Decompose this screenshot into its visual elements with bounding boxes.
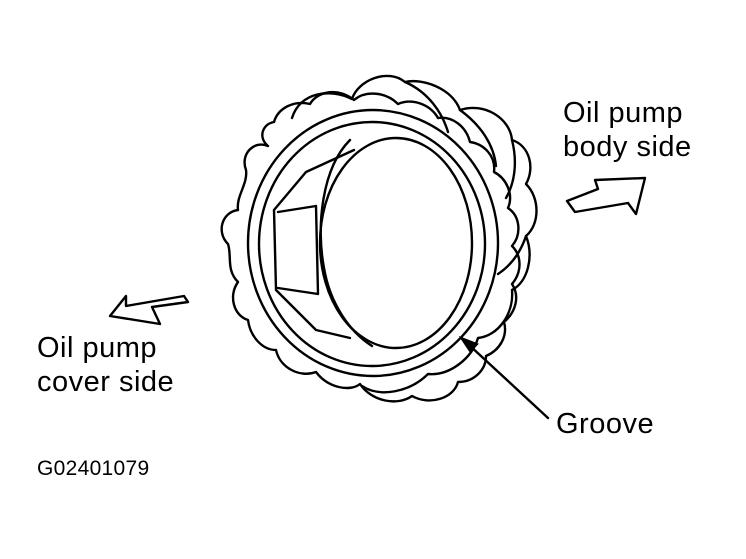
groove-leader-line (466, 342, 550, 420)
groove-leader-arrowhead-icon (458, 335, 479, 353)
body-side-arrow-icon (565, 176, 647, 216)
gear-front-outline (220, 91, 521, 403)
gear-bore-edge (319, 138, 374, 348)
body-side-label: Oil pump body side (563, 96, 692, 164)
cover-side-label-line-2: cover side (37, 366, 175, 398)
groove-label: Groove (556, 408, 655, 440)
body-side-label-line-2: body side (563, 131, 692, 163)
body-side-label-line-1: Oil pump (563, 97, 684, 129)
cover-side-arrow-icon (108, 294, 190, 326)
cover-side-label-line-1: Oil pump (37, 332, 158, 364)
gear-back-outline (290, 74, 538, 394)
gear-outer-ring (246, 108, 500, 378)
figure-id: G02401079 (37, 457, 150, 480)
cover-side-label: Oil pump cover side (37, 331, 174, 399)
gear-groove-ring (257, 120, 487, 368)
gear-back-lobe-lines (403, 80, 528, 276)
gear-hex-bore (272, 148, 356, 340)
